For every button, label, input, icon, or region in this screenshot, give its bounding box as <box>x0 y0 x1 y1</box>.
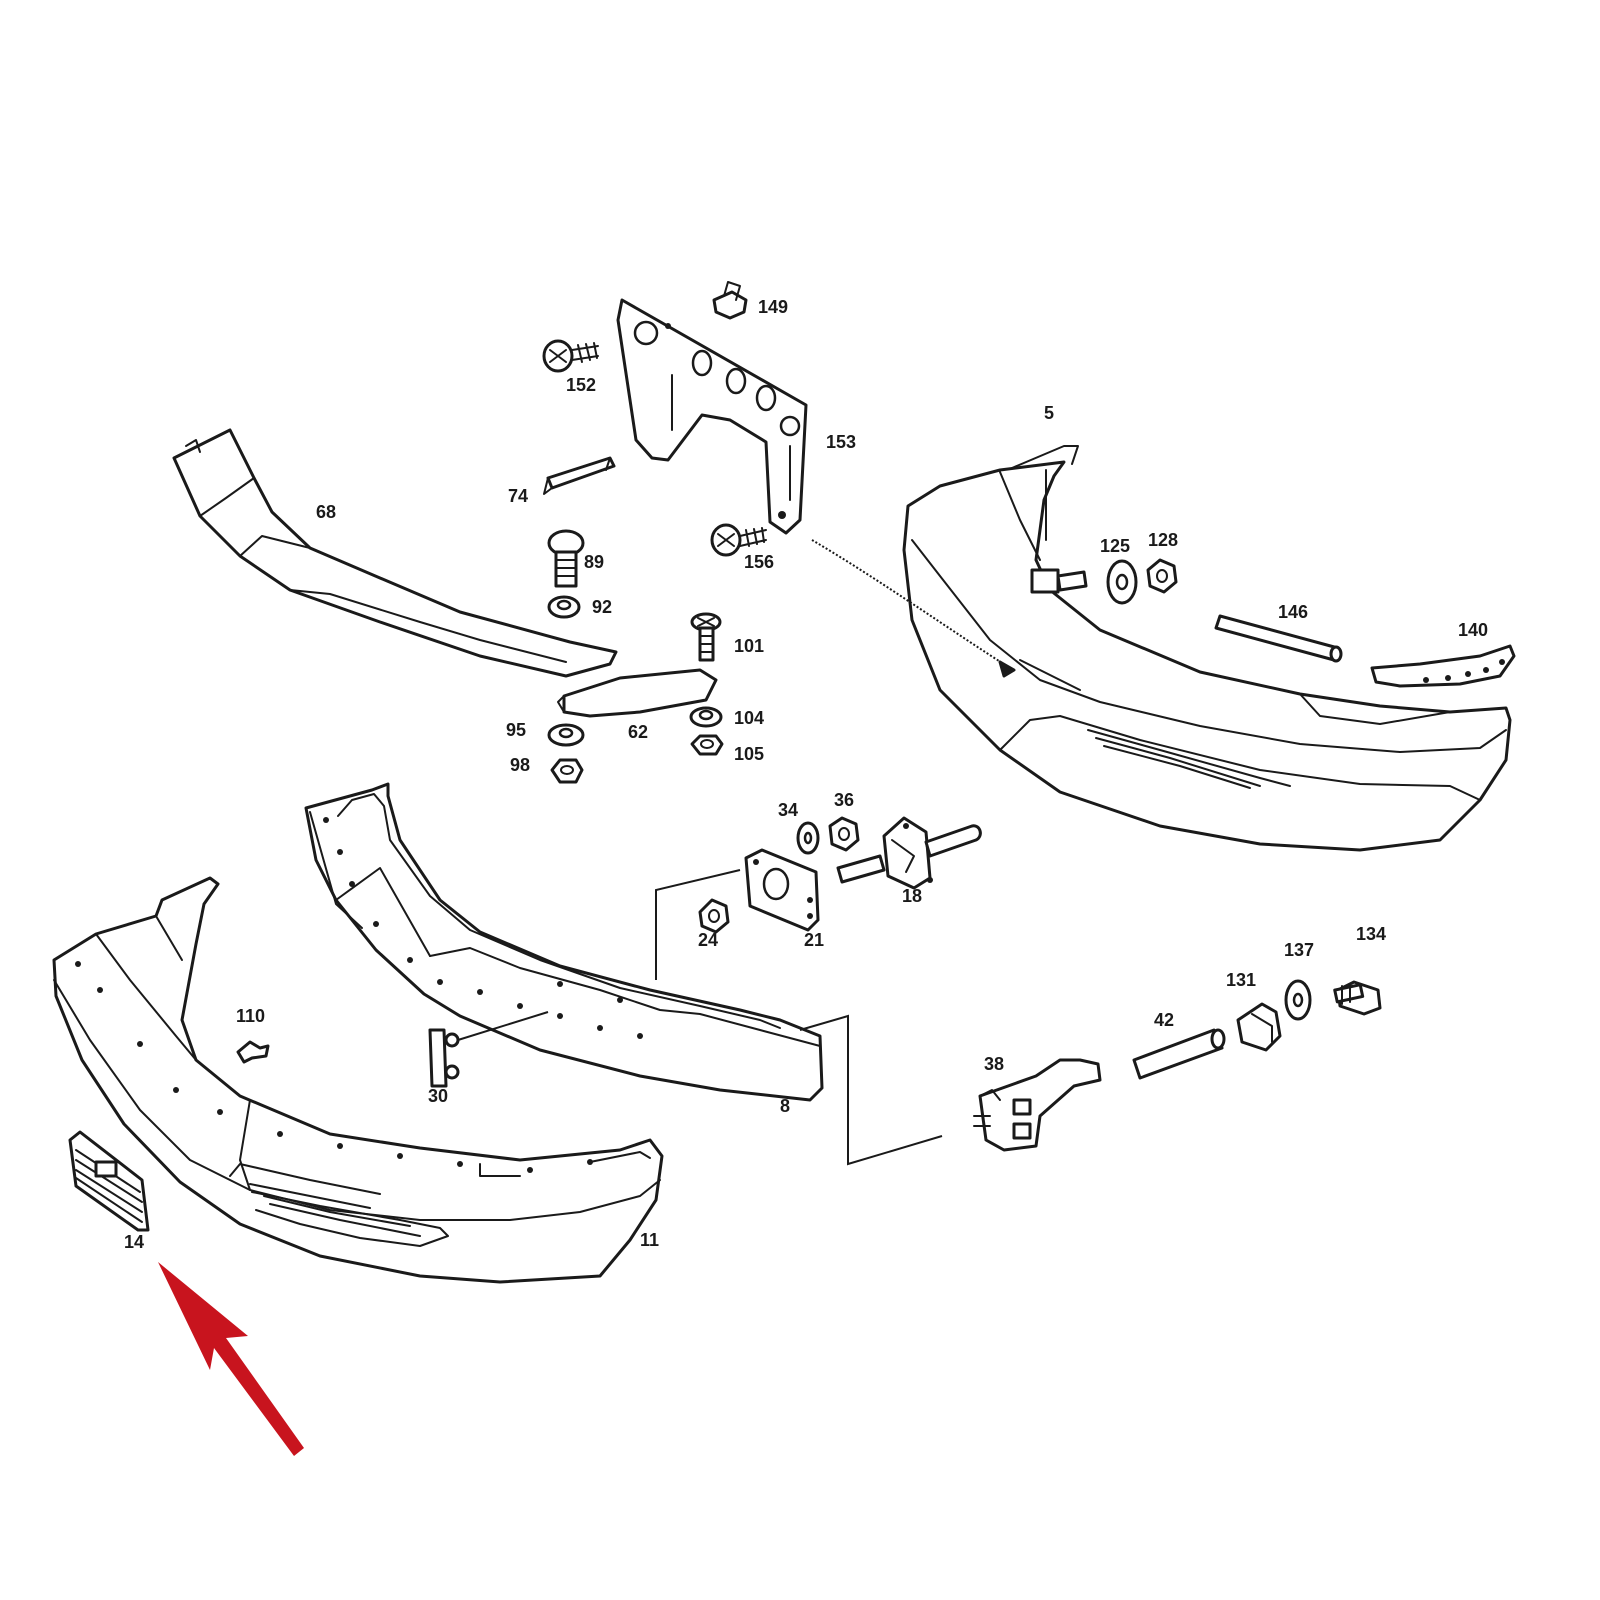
callout-5: 5 <box>1044 403 1054 423</box>
part-156-screw <box>710 523 767 557</box>
callout-62: 62 <box>628 722 648 742</box>
callout-21: 21 <box>804 930 824 950</box>
callout-34: 34 <box>778 800 798 820</box>
callout-labels: 149 152 153 5 68 74 125 128 89 156 92 14… <box>124 297 1488 1252</box>
leader-arrowhead <box>998 660 1016 678</box>
part-137-washer <box>1284 979 1312 1021</box>
leader-153-to-5 <box>811 539 1011 669</box>
part-146-rod <box>1214 614 1343 663</box>
part-101-bolt <box>690 612 722 662</box>
part-104-washer <box>689 706 723 728</box>
callout-146: 146 <box>1278 602 1308 622</box>
part-18-bumper-bracket <box>836 816 982 890</box>
part-140-trim <box>1370 644 1516 688</box>
callout-152: 152 <box>566 375 596 395</box>
part-24-nut <box>698 898 730 934</box>
callout-134: 134 <box>1356 924 1386 944</box>
callout-156: 156 <box>744 552 774 572</box>
part-74-bracket <box>543 456 616 495</box>
callout-137: 137 <box>1284 940 1314 960</box>
callout-36: 36 <box>834 790 854 810</box>
part-62-bracket <box>557 668 718 718</box>
part-92-washer <box>547 595 581 619</box>
part-30-bracket <box>428 1011 549 1088</box>
part-98-nut <box>550 758 584 784</box>
leader-21-to-8 <box>655 869 741 980</box>
part-131-bracket <box>1236 1002 1282 1052</box>
part-149-clip <box>712 281 748 320</box>
part-68-trim-strip <box>172 428 618 678</box>
highlight-arrow-shape <box>158 1262 304 1456</box>
callout-149: 149 <box>758 297 788 317</box>
part-153-mounting-plate <box>616 298 808 535</box>
part-8-reinforcement <box>304 782 824 1102</box>
part-110-clip <box>236 1040 270 1064</box>
part-36-nut <box>828 816 860 852</box>
callout-18: 18 <box>902 886 922 906</box>
part-5-bumper-assembly <box>902 445 1512 852</box>
callout-104: 104 <box>734 708 764 728</box>
callout-125: 125 <box>1100 536 1130 556</box>
callout-153: 153 <box>826 432 856 452</box>
callout-98: 98 <box>510 755 530 775</box>
leader-8-to-38 <box>799 1014 943 1166</box>
callout-8: 8 <box>780 1096 790 1116</box>
part-152-screw <box>542 339 599 373</box>
part-11-bumper-cover <box>52 876 664 1284</box>
callout-89: 89 <box>584 552 604 572</box>
callout-140: 140 <box>1458 620 1488 640</box>
callout-24: 24 <box>698 930 718 950</box>
callout-68: 68 <box>316 502 336 522</box>
part-34-washer <box>796 821 820 855</box>
callout-42: 42 <box>1154 1010 1174 1030</box>
part-89-bolt <box>547 529 585 588</box>
callout-38: 38 <box>984 1054 1004 1074</box>
callout-14: 14 <box>124 1232 144 1252</box>
callout-105: 105 <box>734 744 764 764</box>
callout-128: 128 <box>1148 530 1178 550</box>
highlight-arrow-icon <box>158 1262 304 1456</box>
callout-30: 30 <box>428 1086 448 1106</box>
callout-101: 101 <box>734 636 764 656</box>
part-134-bolt <box>1333 980 1382 1016</box>
part-105-nut <box>690 734 724 756</box>
callout-11: 11 <box>640 1230 659 1250</box>
callout-95: 95 <box>506 720 526 740</box>
part-125-washer <box>1106 559 1138 605</box>
part-95-washer <box>547 723 585 747</box>
callout-131: 131 <box>1226 970 1256 990</box>
part-38-bracket <box>973 1058 1102 1152</box>
callout-92: 92 <box>592 597 612 617</box>
part-42-rod <box>1132 1028 1226 1080</box>
part-128-nut <box>1146 558 1178 594</box>
part-21-plate <box>744 848 820 932</box>
callout-110: 110 <box>236 1006 265 1026</box>
callout-74: 74 <box>508 486 528 506</box>
part-14-grille-insert <box>68 1130 150 1232</box>
